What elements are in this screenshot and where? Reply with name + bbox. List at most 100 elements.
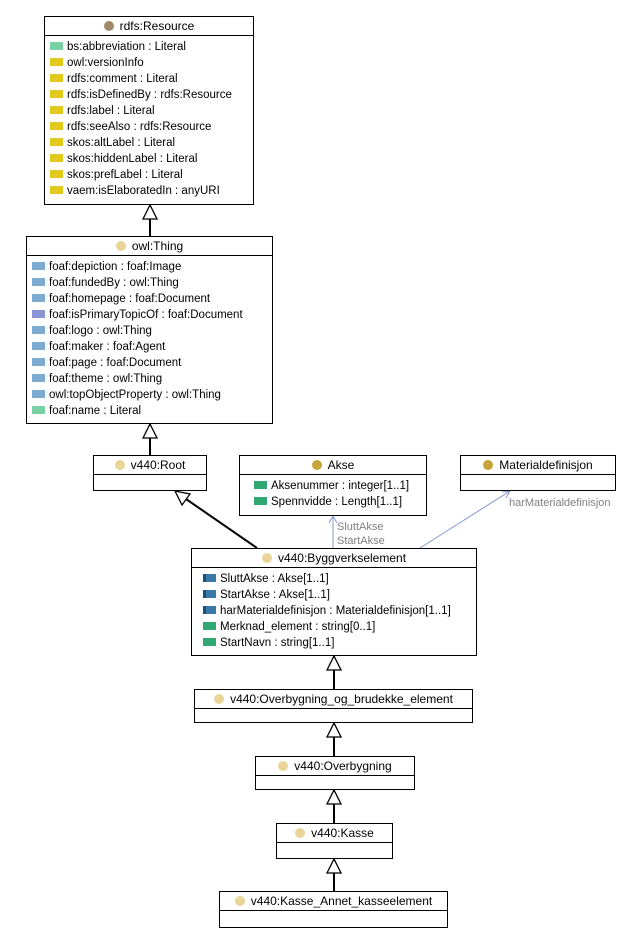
generalization-arrow-head (325, 788, 343, 805)
class-title: v440:Overbygning_og_brudekke_element (230, 692, 453, 706)
attribute-label: foaf:theme : owl:Thing (49, 373, 163, 385)
class-circle-icon (115, 241, 126, 251)
class-circle-icon (311, 460, 322, 470)
attribute-row[interactable]: foaf:name : Literal (32, 403, 272, 419)
class-owl-thing[interactable]: owl:Thing foaf:depiction : foaf:Image foa… (26, 236, 273, 424)
attribute-row[interactable]: harMaterialdefinisjon : Materialdefinisj… (203, 603, 476, 619)
class-v440-root[interactable]: v440:Root (93, 455, 207, 491)
class-header: v440:Kasse (277, 824, 392, 843)
attribute-label: skos:altLabel : Literal (67, 137, 176, 149)
class-title: Materialdefinisjon (499, 458, 593, 472)
attribute-label: harMaterialdefinisjon : Materialdefinisj… (220, 605, 451, 617)
attribute-row[interactable]: foaf:depiction : foaf:Image (32, 259, 272, 275)
attribute-label: StartAkse : Akse[1..1] (220, 589, 330, 601)
generalization-arrow-head (173, 490, 192, 507)
attribute-label: owl:topObjectProperty : owl:Thing (49, 389, 221, 401)
property-type-icon (50, 170, 63, 178)
property-type-icon (32, 406, 45, 414)
property-type-icon (32, 326, 45, 334)
class-title: v440:Overbygning (294, 759, 392, 773)
attribute-row[interactable]: skos:prefLabel : Literal (50, 167, 253, 183)
generalization-arrow-head (325, 857, 343, 874)
attribute-list: Aksenummer : integer[1..1]Spennvidde : L… (240, 475, 426, 510)
attribute-label: rdfs:label : Literal (67, 105, 155, 117)
attribute-row[interactable]: Spennvidde : Length[1..1] (254, 494, 426, 510)
attribute-label: foaf:isPrimaryTopicOf : foaf:Document (49, 309, 243, 321)
property-type-icon (32, 310, 45, 318)
property-type-icon (32, 262, 45, 270)
attribute-row[interactable]: foaf:theme : owl:Thing (32, 371, 272, 387)
class-title: v440:Root (130, 458, 186, 472)
property-type-icon (254, 497, 267, 505)
attribute-row[interactable]: rdfs:comment : Literal (50, 71, 253, 87)
attribute-label: owl:versionInfo (67, 57, 144, 69)
class-header: owl:Thing (27, 237, 272, 256)
class-v440-kasse[interactable]: v440:Kasse (276, 823, 393, 859)
class-circle-icon (261, 553, 272, 563)
class-v440-overbygning-og-brudekke-element[interactable]: v440:Overbygning_og_brudekke_element (194, 689, 473, 723)
attribute-row[interactable]: Merknad_element : string[0..1] (203, 619, 476, 635)
class-header: v440:Kasse_Annet_kasseelement (220, 892, 447, 911)
edge-label-har-materialdefinisjon: harMaterialdefinisjon (509, 497, 611, 509)
attribute-row[interactable]: foaf:fundedBy : owl:Thing (32, 275, 272, 291)
attribute-row[interactable]: foaf:logo : owl:Thing (32, 323, 272, 339)
attribute-label: foaf:depiction : foaf:Image (49, 261, 182, 273)
class-circle-icon (103, 21, 114, 31)
attribute-row[interactable]: StartNavn : string[1..1] (203, 635, 476, 651)
class-v440-overbygning[interactable]: v440:Overbygning (255, 756, 415, 790)
generalization-arrow-head (325, 654, 343, 671)
class-header: v440:Byggverkselement (192, 549, 476, 568)
attribute-row[interactable]: bs:abbreviation : Literal (50, 39, 253, 55)
attribute-row[interactable]: skos:altLabel : Literal (50, 135, 253, 151)
property-type-icon (50, 42, 63, 50)
class-title: Akse (327, 458, 355, 472)
attribute-row[interactable]: SluttAkse : Akse[1..1] (203, 571, 476, 587)
attribute-row[interactable]: Aksenummer : integer[1..1] (254, 478, 426, 494)
class-v440-kasse-annet-kasseelement[interactable]: v440:Kasse_Annet_kasseelement (219, 891, 448, 928)
attribute-row[interactable]: owl:topObjectProperty : owl:Thing (32, 387, 272, 403)
attribute-row[interactable]: rdfs:seeAlso : rdfs:Resource (50, 119, 253, 135)
property-type-icon (32, 342, 45, 350)
class-materialdefinisjon[interactable]: Materialdefinisjon (460, 455, 616, 491)
attribute-row[interactable]: foaf:homepage : foaf:Document (32, 291, 272, 307)
property-type-icon (203, 574, 216, 582)
property-type-icon (32, 374, 45, 382)
edge-byggverk-to-root (185, 498, 258, 549)
property-type-icon (50, 122, 63, 130)
property-type-icon (32, 358, 45, 366)
class-header: v440:Overbygning_og_brudekke_element (195, 690, 472, 709)
class-title: v440:Kasse (311, 826, 374, 840)
attribute-label: skos:hiddenLabel : Literal (67, 153, 198, 165)
class-circle-icon (214, 694, 225, 704)
attribute-row[interactable]: foaf:isPrimaryTopicOf : foaf:Document (32, 307, 272, 323)
attribute-label: rdfs:seeAlso : rdfs:Resource (67, 121, 212, 133)
attribute-label: rdfs:comment : Literal (67, 73, 178, 85)
class-circle-icon (295, 828, 306, 838)
attribute-row[interactable]: owl:versionInfo (50, 55, 253, 71)
attribute-row[interactable]: rdfs:isDefinedBy : rdfs:Resource (50, 87, 253, 103)
attribute-row[interactable]: StartAkse : Akse[1..1] (203, 587, 476, 603)
attribute-row[interactable]: rdfs:label : Literal (50, 103, 253, 119)
attribute-label: skos:prefLabel : Literal (67, 169, 183, 181)
attribute-list: bs:abbreviation : Literal owl:versionInfo… (45, 36, 253, 199)
class-akse[interactable]: Akse Aksenummer : integer[1..1]Spennvidd… (239, 455, 427, 516)
generalization-arrow-head (141, 422, 159, 439)
property-type-icon (203, 622, 216, 630)
generalization-arrow-head (325, 721, 343, 738)
attribute-row[interactable]: foaf:page : foaf:Document (32, 355, 272, 371)
edge-label-start-akse: StartAkse (337, 535, 385, 547)
class-v440-byggverkselement[interactable]: v440:Byggverkselement SluttAkse : Akse[1… (191, 548, 477, 656)
class-circle-icon (483, 460, 494, 470)
class-title: owl:Thing (131, 239, 184, 253)
class-header: v440:Root (94, 456, 206, 475)
property-type-icon (254, 481, 267, 489)
attribute-list: SluttAkse : Akse[1..1] StartAkse : Akse[1… (192, 568, 476, 651)
attribute-row[interactable]: vaem:isElaboratedIn : anyURI (50, 183, 253, 199)
property-type-icon (50, 186, 63, 194)
property-type-icon (203, 606, 216, 614)
association-arrow-head (501, 490, 511, 499)
property-type-icon (50, 74, 63, 82)
attribute-row[interactable]: skos:hiddenLabel : Literal (50, 151, 253, 167)
attribute-row[interactable]: foaf:maker : foaf:Agent (32, 339, 272, 355)
